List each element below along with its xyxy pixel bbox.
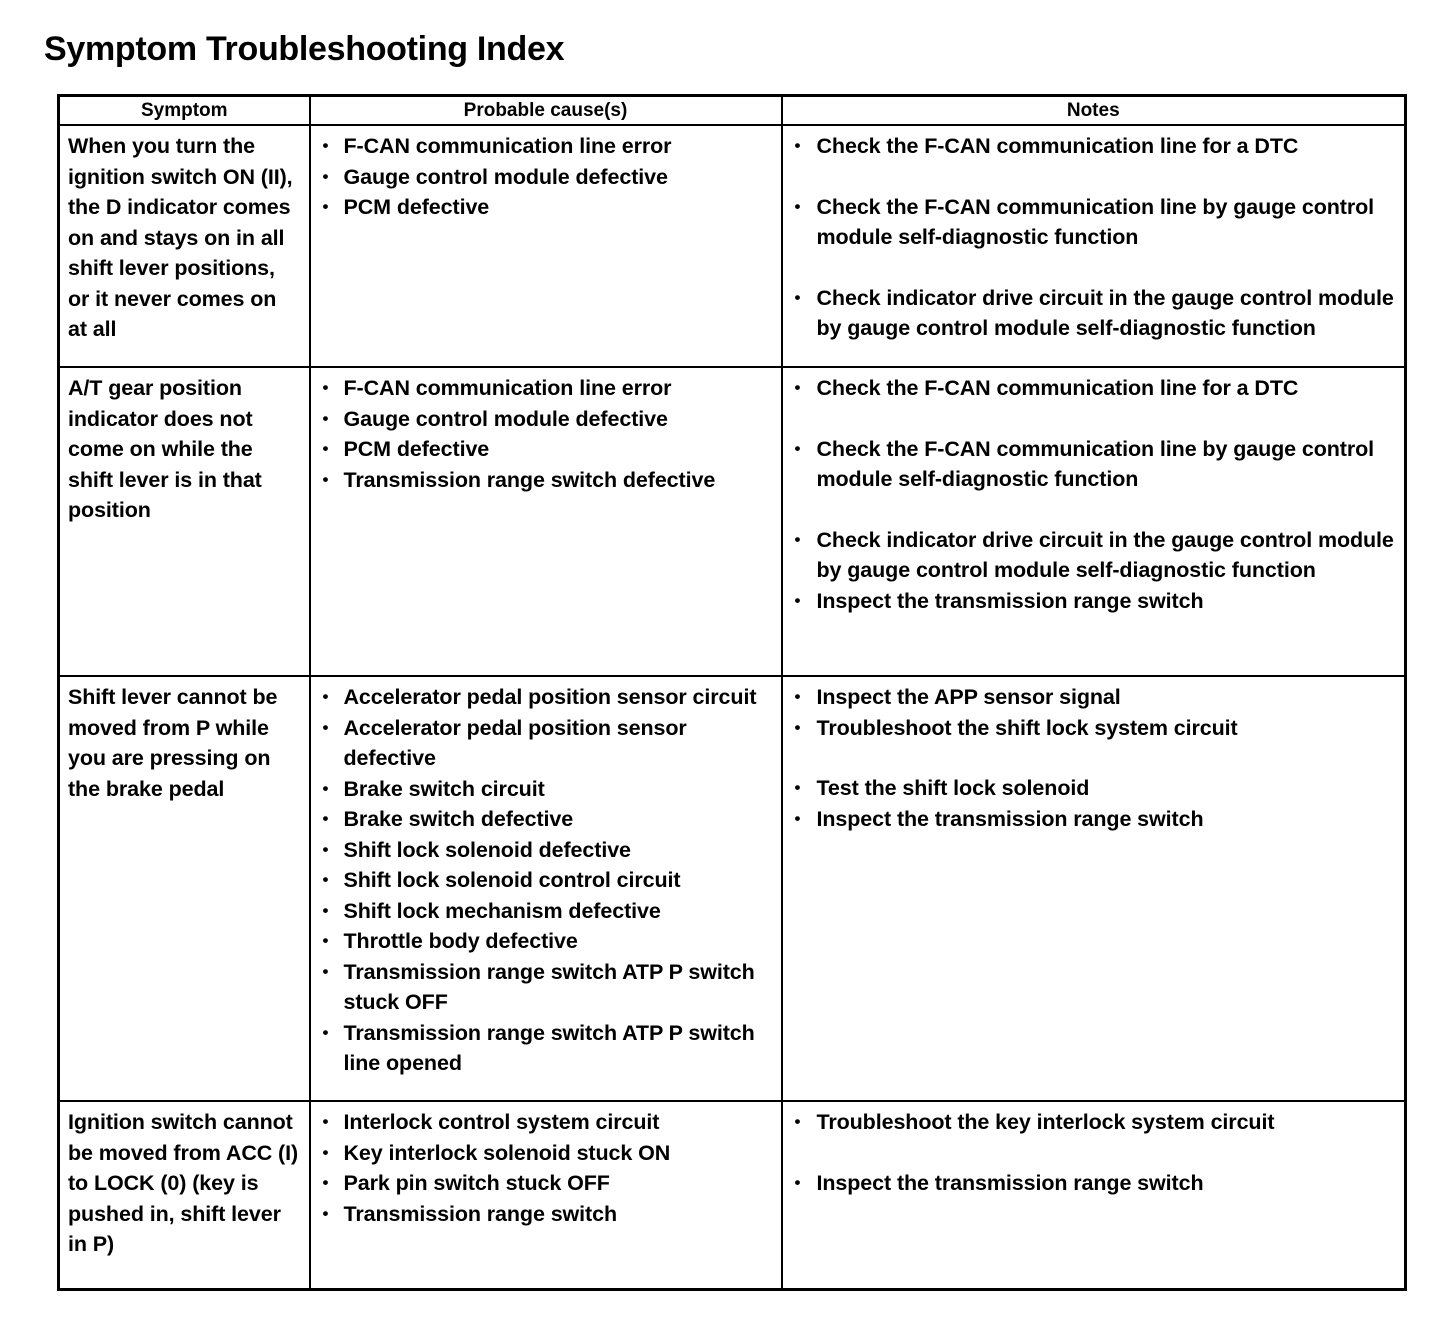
probable-cause-item: Brake switch defective xyxy=(319,804,773,835)
notes-cell: Inspect the APP sensor signalTroubleshoo… xyxy=(780,675,1407,1102)
symptom-troubleshooting-table: Symptom Probable cause(s) Notes When you… xyxy=(57,94,1407,1291)
notes-cell: Check the F-CAN communication line for a… xyxy=(780,366,1407,677)
probable-cause-content: Accelerator pedal position sensor circui… xyxy=(311,677,781,1087)
table-row: A/T gear position indicator does not com… xyxy=(57,366,1407,677)
probable-cause-item: Key interlock solenoid stuck ON xyxy=(319,1138,773,1169)
probable-cause-cell: F-CAN communication line errorGauge cont… xyxy=(308,124,783,368)
notes-content: Check the F-CAN communication line for a… xyxy=(783,368,1405,624)
probable-cause-item: F-CAN communication line error xyxy=(319,373,773,404)
probable-cause-cell: Interlock control system circuitKey inte… xyxy=(308,1100,783,1291)
probable-cause-item: Gauge control module defective xyxy=(319,162,773,193)
column-header-notes: Notes xyxy=(780,94,1407,126)
notes-item: Check indicator drive circuit in the gau… xyxy=(791,525,1397,586)
notes-item: Check the F-CAN communication line for a… xyxy=(791,131,1397,162)
probable-cause-list: Interlock control system circuitKey inte… xyxy=(319,1107,773,1229)
probable-cause-item: Transmission range switch ATP P switch l… xyxy=(319,1018,773,1079)
table-row: Ignition switch cannot be moved from ACC… xyxy=(57,1100,1407,1291)
probable-cause-item: Brake switch circuit xyxy=(319,774,773,805)
symptom-text: A/T gear position indicator does not com… xyxy=(68,376,262,522)
probable-cause-cell: Accelerator pedal position sensor circui… xyxy=(308,675,783,1102)
table-body: When you turn the ignition switch ON (II… xyxy=(57,124,1407,1291)
notes-item: Check the F-CAN communication line for a… xyxy=(791,373,1397,404)
probable-cause-content: F-CAN communication line errorGauge cont… xyxy=(311,126,781,231)
table-header-row: Symptom Probable cause(s) Notes xyxy=(57,94,1407,126)
notes-list: Troubleshoot the key interlock system ci… xyxy=(791,1107,1397,1198)
probable-cause-item: Shift lock mechanism defective xyxy=(319,896,773,927)
notes-item: Inspect the transmission range switch xyxy=(791,586,1397,617)
notes-item: Check indicator drive circuit in the gau… xyxy=(791,283,1397,344)
symptom-text: When you turn the ignition switch ON (II… xyxy=(68,134,293,341)
notes-item: Check the F-CAN communication line by ga… xyxy=(791,192,1397,253)
notes-item: Troubleshoot the shift lock system circu… xyxy=(791,713,1397,744)
probable-cause-cell: F-CAN communication line errorGauge cont… xyxy=(308,366,783,677)
symptom-text: Ignition switch cannot be moved from ACC… xyxy=(68,1110,299,1256)
column-header-symptom: Symptom xyxy=(57,94,311,126)
notes-item: Troubleshoot the key interlock system ci… xyxy=(791,1107,1397,1138)
column-header-probable-cause: Probable cause(s) xyxy=(308,94,783,126)
notes-cell: Check the F-CAN communication line for a… xyxy=(780,124,1407,368)
notes-item: Check the F-CAN communication line by ga… xyxy=(791,434,1397,495)
probable-cause-list: F-CAN communication line errorGauge cont… xyxy=(319,131,773,223)
probable-cause-item: Accelerator pedal position sensor circui… xyxy=(319,682,773,713)
probable-cause-list: F-CAN communication line errorGauge cont… xyxy=(319,373,773,495)
probable-cause-item: Transmission range switch xyxy=(319,1199,773,1230)
notes-content: Check the F-CAN communication line for a… xyxy=(783,126,1405,352)
page-title: Symptom Troubleshooting Index xyxy=(44,29,565,68)
notes-content: Inspect the APP sensor signalTroubleshoo… xyxy=(783,677,1405,842)
notes-cell: Troubleshoot the key interlock system ci… xyxy=(780,1100,1407,1291)
probable-cause-item: F-CAN communication line error xyxy=(319,131,773,162)
probable-cause-item: Transmission range switch defective xyxy=(319,465,773,496)
probable-cause-item: Gauge control module defective xyxy=(319,404,773,435)
probable-cause-item: Accelerator pedal position sensor defect… xyxy=(319,713,773,774)
probable-cause-item: Park pin switch stuck OFF xyxy=(319,1168,773,1199)
symptom-cell: When you turn the ignition switch ON (II… xyxy=(57,124,311,368)
probable-cause-item: Throttle body defective xyxy=(319,926,773,957)
probable-cause-list: Accelerator pedal position sensor circui… xyxy=(319,682,773,1079)
probable-cause-item: Shift lock solenoid control circuit xyxy=(319,865,773,896)
notes-item: Inspect the transmission range switch xyxy=(791,1168,1397,1199)
probable-cause-item: PCM defective xyxy=(319,192,773,223)
probable-cause-content: Interlock control system circuitKey inte… xyxy=(311,1102,781,1237)
symptom-troubleshooting-table-wrapper: Symptom Probable cause(s) Notes When you… xyxy=(57,94,1407,1291)
symptom-cell: Shift lever cannot be moved from P while… xyxy=(57,675,311,1102)
notes-item: Inspect the APP sensor signal xyxy=(791,682,1397,713)
probable-cause-item: Transmission range switch ATP P switch s… xyxy=(319,957,773,1018)
symptom-cell: A/T gear position indicator does not com… xyxy=(57,366,311,677)
probable-cause-content: F-CAN communication line errorGauge cont… xyxy=(311,368,781,503)
symptom-text: Shift lever cannot be moved from P while… xyxy=(68,685,278,801)
notes-list: Inspect the APP sensor signalTroubleshoo… xyxy=(791,682,1397,834)
notes-item: Inspect the transmission range switch xyxy=(791,804,1397,835)
probable-cause-item: Shift lock solenoid defective xyxy=(319,835,773,866)
table-row: Shift lever cannot be moved from P while… xyxy=(57,675,1407,1102)
table-header: Symptom Probable cause(s) Notes xyxy=(57,94,1407,126)
symptom-cell: Ignition switch cannot be moved from ACC… xyxy=(57,1100,311,1291)
notes-list: Check the F-CAN communication line for a… xyxy=(791,373,1397,616)
probable-cause-item: PCM defective xyxy=(319,434,773,465)
table-row: When you turn the ignition switch ON (II… xyxy=(57,124,1407,368)
notes-list: Check the F-CAN communication line for a… xyxy=(791,131,1397,344)
probable-cause-item: Interlock control system circuit xyxy=(319,1107,773,1138)
notes-content: Troubleshoot the key interlock system ci… xyxy=(783,1102,1405,1206)
notes-item: Test the shift lock solenoid xyxy=(791,773,1397,804)
